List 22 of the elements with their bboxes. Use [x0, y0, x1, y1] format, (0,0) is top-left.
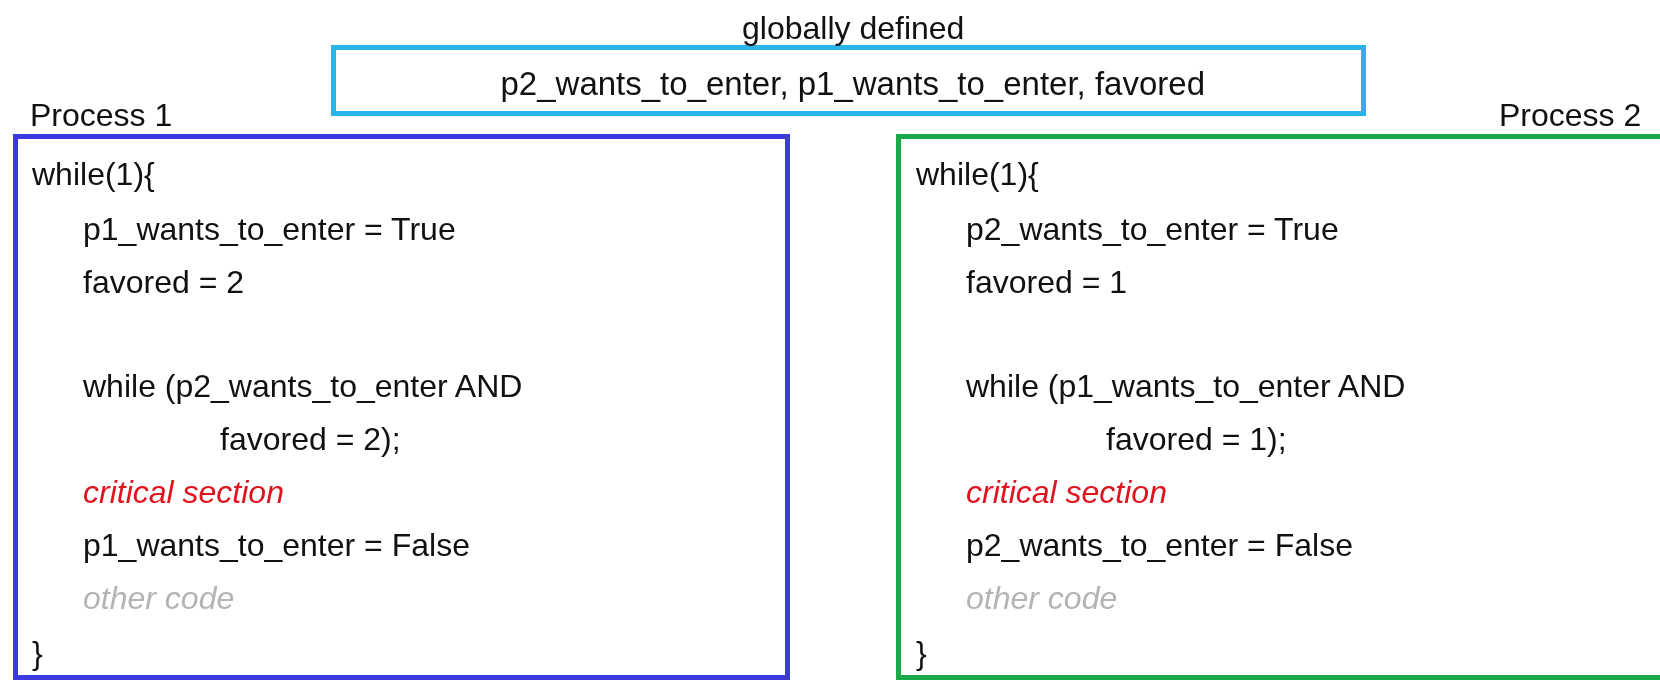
code-line: while(1){: [916, 158, 1039, 190]
code-line: p1_wants_to_enter = True: [83, 213, 456, 245]
code-line: p1_wants_to_enter = False: [83, 529, 470, 561]
code-line: favored = 1: [966, 266, 1127, 298]
process-heading: Process 1: [30, 99, 173, 131]
code-line: }: [32, 637, 43, 669]
box-heading: globally defined: [742, 12, 965, 44]
code-line: p2_wants_to_enter = False: [966, 529, 1353, 561]
code-line: p2_wants_to_enter = True: [966, 213, 1339, 245]
code-comment: critical section: [83, 476, 284, 508]
code-line: favored = 1);: [1106, 423, 1287, 455]
process-heading: Process 2: [1499, 99, 1642, 131]
code-line: while(1){: [32, 158, 155, 190]
code-line: while (p2_wants_to_enter AND: [83, 370, 523, 402]
code-line: favored = 2: [83, 266, 244, 298]
code-line: favored = 2);: [220, 423, 401, 455]
variable-list: p2_wants_to_enter, p1_wants_to_enter, favored: [500, 66, 1206, 100]
code-line: }: [916, 637, 927, 669]
code-comment: critical section: [966, 476, 1167, 508]
code-comment: other code: [966, 582, 1118, 614]
code-line: while (p1_wants_to_enter AND: [966, 370, 1406, 402]
code-comment: other code: [83, 582, 235, 614]
